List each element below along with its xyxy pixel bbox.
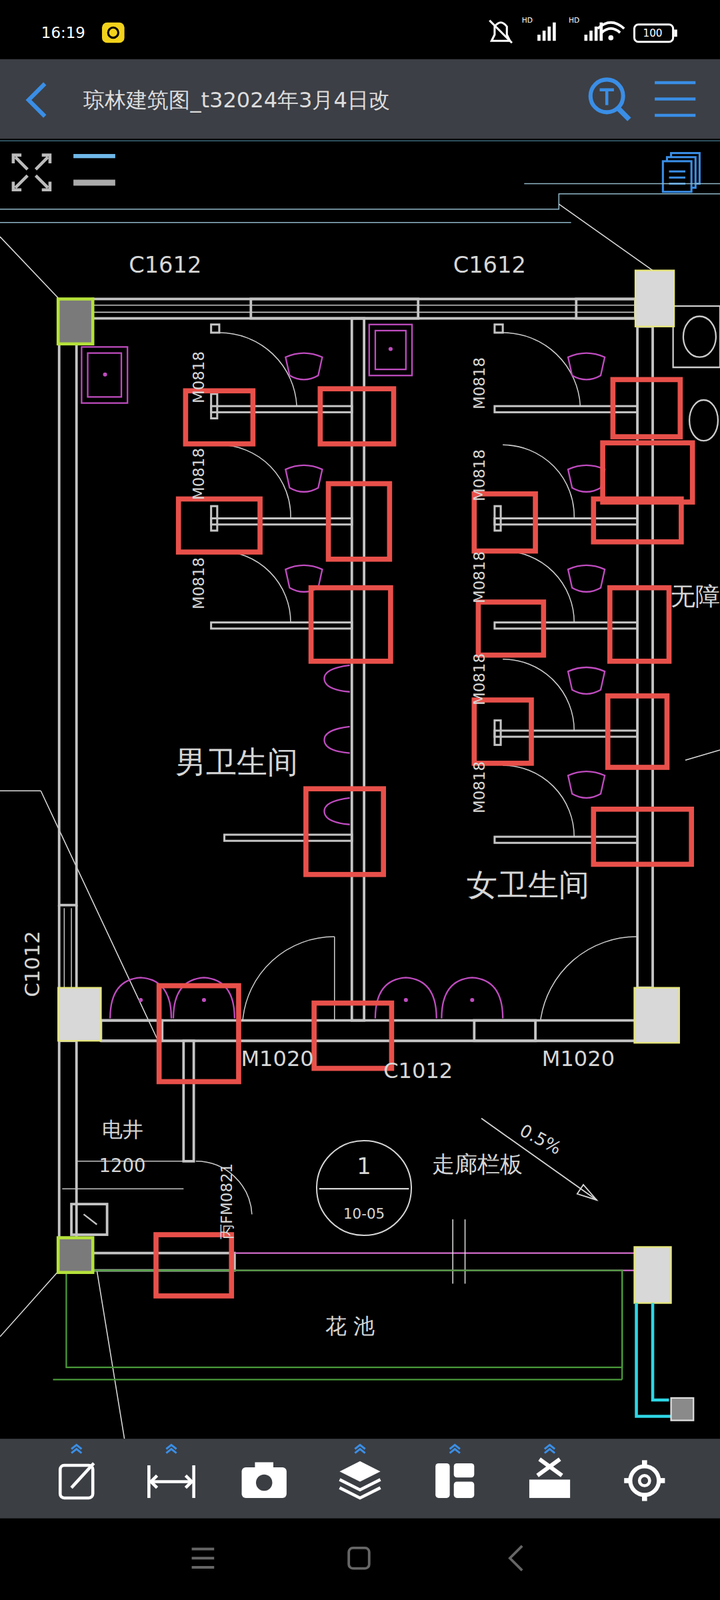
clock: 16:19	[41, 25, 86, 41]
room-name: 男卫生间	[175, 747, 298, 778]
window-code: C1012	[22, 930, 44, 997]
window-code: C1612	[128, 254, 202, 277]
file-title: 琼林建筑图_t32024年3月4日改	[83, 89, 390, 111]
room-name: 电井	[102, 1120, 144, 1141]
room-name: 女卫生间	[466, 870, 590, 901]
dimension: 1200	[99, 1156, 146, 1176]
door-code: M1020	[240, 1048, 314, 1070]
door-code: M0818	[472, 653, 488, 706]
detail-callout: 1 10-05	[316, 1140, 412, 1236]
door-code: M0818	[191, 557, 207, 610]
door-code: M0818	[472, 449, 488, 502]
door-code: M0818	[472, 357, 488, 410]
sheet-number: 10-05	[343, 1206, 385, 1221]
door-code: M1020	[542, 1048, 615, 1070]
door-code: 丙FM0821	[218, 1163, 234, 1240]
door-code: M0818	[472, 551, 488, 604]
slope: 0.5%	[517, 1121, 565, 1158]
window-code: C1012	[383, 1060, 453, 1082]
door-code: M0818	[191, 351, 207, 404]
battery-level: 100	[642, 28, 662, 39]
door-code: M0818	[472, 761, 488, 814]
note: 走廊栏板	[432, 1153, 523, 1176]
signal-tag: HD	[522, 16, 533, 24]
door-code: M0818	[191, 448, 207, 500]
room-name: 无障	[670, 584, 720, 610]
detail-number: 1	[356, 1155, 371, 1178]
signal-tag: HD	[568, 16, 580, 24]
window-code: C1612	[453, 254, 526, 277]
room-name: 花 池	[325, 1315, 375, 1337]
